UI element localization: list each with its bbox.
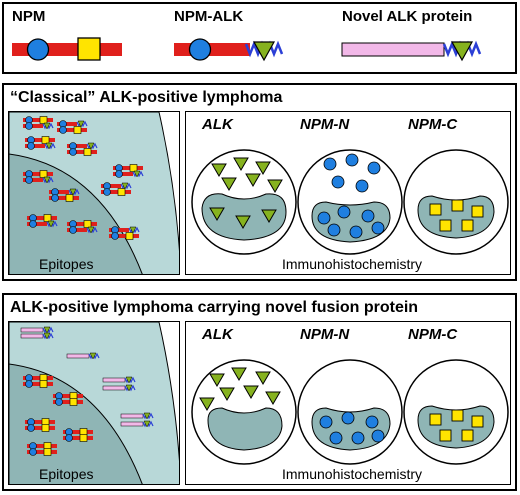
ihc-label: Immunohistochemistry: [282, 466, 423, 482]
novel-alk-protein: [102, 384, 136, 392]
npm-protein: [25, 136, 55, 144]
novel-alk-protein: [66, 352, 100, 360]
ihc-box: ALK NPM-N NPM-C: [185, 111, 511, 275]
legend-npm-alk-label: NPM-ALK: [174, 8, 244, 25]
nucleus-boundary: [9, 153, 143, 274]
npm-protein: [67, 148, 97, 156]
npm-protein: [23, 380, 53, 388]
ihc-cell-npm-n: [297, 359, 403, 465]
stain-label-alk: ALK: [202, 326, 233, 343]
panel-novel-fusion: ALK-positive lymphoma carrying novel fus…: [2, 293, 517, 491]
ihc-box: ALK NPM-N NPM-C: [185, 321, 511, 485]
stain-label-alk: ALK: [202, 116, 233, 133]
epitopes-cell-drawing: [9, 112, 179, 274]
panel-title: ALK-positive lymphoma carrying novel fus…: [10, 299, 419, 316]
ihc-cell-npm-c: [403, 149, 509, 255]
npm-n-circle: [26, 38, 50, 61]
ihc-cell-npm-n: [297, 149, 403, 255]
npm-c-square: [77, 37, 101, 61]
npm-protein: [23, 116, 53, 124]
epitopes-label: Epitopes: [39, 466, 94, 482]
panel-title: “Classical” ALK-positive lymphoma: [10, 89, 283, 106]
npm-alk-protein: [27, 220, 58, 228]
ihc-cell-alk: [191, 359, 297, 465]
nucleus: [207, 407, 283, 451]
stain-label-npm-c: NPM-C: [408, 116, 458, 133]
npm-protein: [27, 448, 57, 456]
epitopes-cell-drawing: [9, 322, 179, 484]
legend-npm-label: NPM: [12, 8, 46, 25]
npm-alk-protein: [23, 176, 54, 184]
npm-protein: [67, 220, 97, 228]
npm-protein: [63, 434, 93, 442]
ihc-label: Immunohistochemistry: [282, 256, 423, 272]
legend-box: NPM NPM-ALK Novel ALK protein: [2, 2, 517, 74]
npm-protein: [109, 232, 139, 240]
epitopes-box: Epitopes: [8, 321, 180, 485]
npm-alk-protein: [113, 170, 144, 178]
npm-protein: [53, 392, 83, 400]
npm-protein: [113, 164, 143, 172]
legend-npm-alk-glyph: [174, 38, 284, 62]
npm-alk-bar: [174, 43, 250, 56]
epitopes-label: Epitopes: [39, 256, 94, 272]
novel-alk-protein: [102, 376, 136, 384]
novel-alk-protein: [20, 332, 54, 340]
npm-n-circle: [188, 38, 212, 61]
stain-label-npm-n: NPM-N: [300, 116, 350, 133]
alk-triangle: [252, 41, 276, 62]
npm-alk-protein: [57, 120, 88, 128]
ihc-cells: [191, 359, 509, 465]
novel-alk-protein: [20, 326, 54, 334]
npm-protein: [101, 188, 131, 196]
legend-npm-glyph: [12, 37, 122, 61]
npm-protein: [23, 374, 53, 382]
npm-alk-protein: [67, 226, 98, 234]
novel-bar: [341, 42, 445, 57]
legend-novel-alk-label: Novel ALK protein: [342, 8, 473, 25]
npm-protein: [49, 194, 79, 202]
ihc-cell-alk: [191, 149, 297, 255]
panel-classical: “Classical” ALK-positive lymphoma Epitop…: [2, 83, 517, 281]
stain-label-npm-n: NPM-N: [300, 326, 350, 343]
npm-alk-protein: [101, 182, 132, 190]
legend-novel-alk-glyph: [341, 40, 482, 62]
npm-protein: [25, 424, 55, 432]
npm-protein: [27, 442, 57, 450]
ihc-cells: [191, 149, 509, 255]
npm-alk-protein: [25, 142, 56, 150]
novel-alk-protein: [120, 420, 154, 428]
npm-protein: [63, 428, 93, 436]
alk-triangle: [450, 41, 474, 62]
ihc-cell-npm-c: [403, 359, 509, 465]
npm-alk-protein: [109, 226, 140, 234]
npm-protein: [53, 398, 83, 406]
npm-protein: [57, 126, 87, 134]
epitopes-box: Epitopes: [8, 111, 180, 275]
novel-alk-protein: [120, 412, 154, 420]
stain-label-npm-c: NPM-C: [408, 326, 458, 343]
npm-alk-protein: [23, 122, 54, 130]
